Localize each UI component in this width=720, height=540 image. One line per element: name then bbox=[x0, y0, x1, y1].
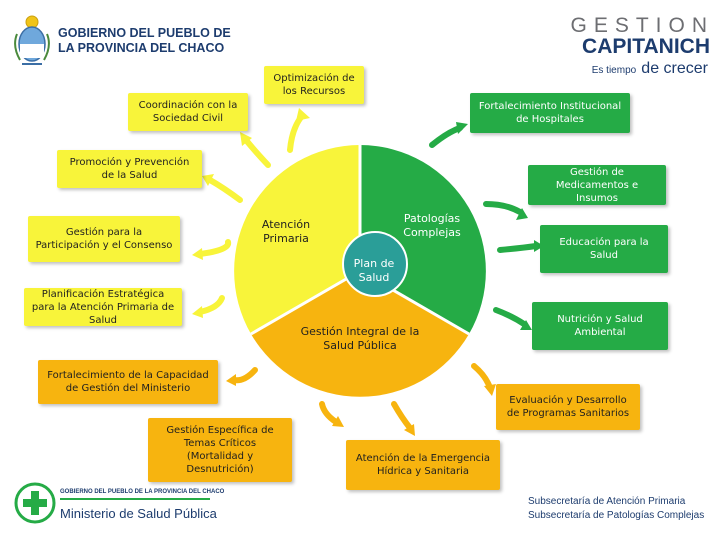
box-optimizacion: Optimización de los Recursos bbox=[264, 66, 364, 104]
arrow-coordinacion bbox=[243, 137, 271, 168]
arrow-promocion bbox=[207, 177, 243, 203]
segment-gestion-integral bbox=[251, 271, 469, 397]
arrow-planificacion bbox=[197, 295, 225, 315]
arrow-participacion bbox=[197, 239, 232, 257]
box-evaluacion: Evaluación y Desarrollo de Programas San… bbox=[496, 384, 640, 430]
arrow-evaluacion bbox=[471, 363, 493, 391]
box-participacion: Gestión para la Participación y el Conse… bbox=[28, 216, 180, 262]
ministry-name: Ministerio de Salud Pública bbox=[60, 506, 217, 521]
box-educacion: Educación para la Salud bbox=[540, 225, 668, 273]
gov-title-line2: LA PROVINCIA DEL CHACO bbox=[58, 41, 225, 55]
subsecretaria-atencion: Subsecretaría de Atención Primaria bbox=[528, 496, 686, 507]
tagline-small: Es tiempo bbox=[591, 65, 637, 76]
subsecretaria-patologias: Subsecretaría de Patologías Complejas bbox=[528, 510, 705, 521]
ministry-cross-icon bbox=[14, 482, 56, 524]
brand-main: CAPITANICH bbox=[582, 35, 710, 58]
box-capacidad: Fortalecimiento de la Capacidad de Gesti… bbox=[38, 360, 218, 404]
arrow-educacion bbox=[497, 243, 539, 253]
segment-label-gestion-integral: Gestión Integral de la Salud Pública bbox=[300, 325, 420, 352]
box-medicamentos: Gestión de Medicamentos e Insumos bbox=[528, 165, 666, 205]
arrow-temas-criticos bbox=[319, 401, 339, 425]
box-coordinacion: Coordinación con la Sociedad Civil bbox=[128, 93, 248, 131]
segment-atencion-primaria bbox=[234, 145, 360, 334]
segment-label-atencion-primaria: Atención Primaria bbox=[261, 218, 311, 245]
gov-title-line1: GOBIERNO DEL PUEBLO DE bbox=[58, 26, 231, 40]
arrow-nutricion bbox=[493, 307, 527, 327]
tagline-big: de crecer bbox=[641, 60, 708, 77]
box-fortalecimiento-hospitales: Fortalecimiento Institucional de Hospita… bbox=[470, 93, 630, 133]
box-temas-criticos: Gestión Específica de Temas Críticos (Mo… bbox=[148, 418, 292, 482]
ministry-gov-line: GOBIERNO DEL PUEBLO DE LA PROVINCIA DEL … bbox=[60, 489, 225, 495]
brand-top: GESTION bbox=[570, 14, 714, 37]
arrow-optimizacion bbox=[287, 113, 305, 153]
plan-de-salud-label: Plan de Salud bbox=[353, 257, 395, 284]
province-logo bbox=[12, 12, 52, 70]
arrow-medicamentos bbox=[483, 201, 523, 215]
box-promocion: Promoción y Prevención de la Salud bbox=[57, 150, 202, 188]
arrow-capacidad bbox=[231, 367, 258, 384]
box-nutricion: Nutrición y Salud Ambiental bbox=[532, 302, 668, 350]
box-planificacion: Planificación Estratégica para la Atenci… bbox=[24, 288, 182, 326]
segment-label-patologias: Patologías Complejas bbox=[403, 212, 461, 239]
plan-circle bbox=[342, 231, 408, 297]
ministry-divider bbox=[60, 498, 210, 500]
arrow-fortalecimiento-hospitales bbox=[429, 125, 463, 148]
brand-logo: GESTION CAPITANICH Es tiempo de crecer bbox=[548, 14, 714, 77]
box-emergencia: Atención de la Emergencia Hídrica y Sani… bbox=[346, 440, 500, 490]
arrow-emergencia bbox=[391, 401, 413, 431]
